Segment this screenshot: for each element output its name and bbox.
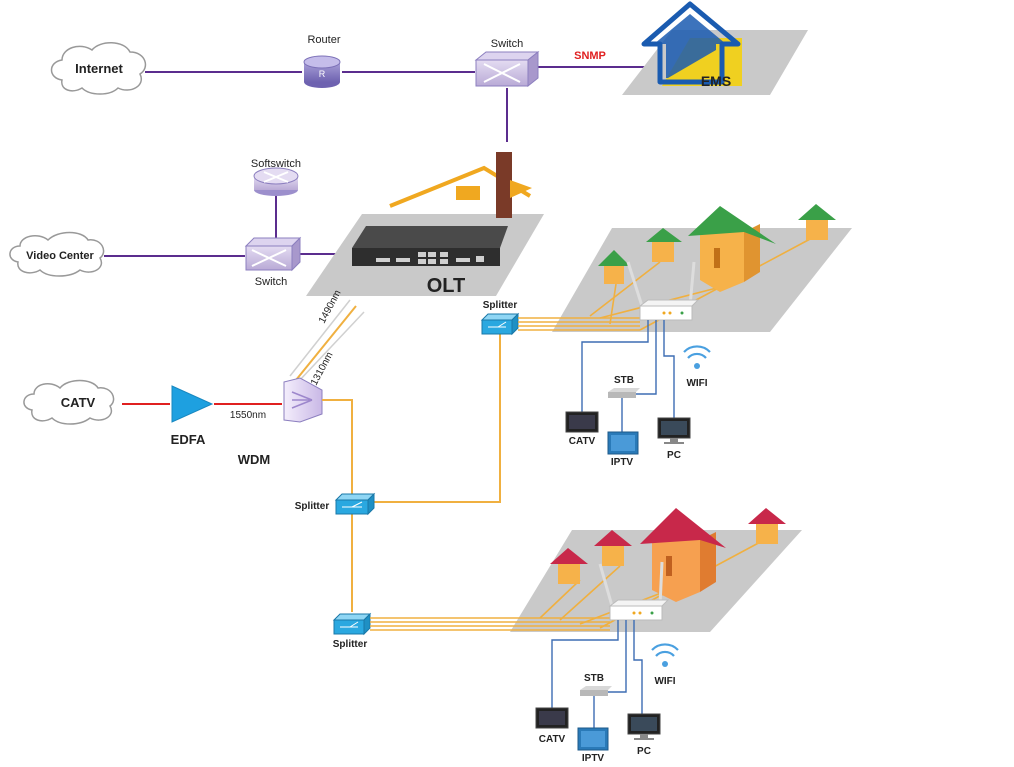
home-2-iptv-icon [577, 727, 609, 751]
home-1-stb-label: STB [614, 375, 634, 386]
home-1-pc-icon [657, 417, 691, 444]
splitter-middle-label: Splitter [295, 501, 330, 512]
splitter-middle-icon [334, 492, 376, 516]
home-2-drops [551, 620, 643, 730]
home-2-stb-icon [580, 686, 612, 696]
wavelength-1310-label: 1310nm [309, 350, 336, 387]
house-small-2b [594, 530, 632, 566]
catv-cloud: CATV [23, 379, 115, 425]
house-small-1c [798, 204, 836, 240]
house-large-1 [688, 206, 776, 292]
softswitch-icon [253, 167, 299, 196]
home-1-drops [581, 320, 675, 434]
home-2-wifi-icon [651, 643, 679, 667]
splitter-top-label: Splitter [483, 300, 518, 311]
network-links [104, 66, 650, 257]
splitter-bottom-label: Splitter [333, 639, 368, 650]
home-2-pc-icon [627, 713, 661, 740]
internet-label: Internet [75, 61, 123, 76]
home-2-iptv-label: IPTV [582, 753, 605, 764]
softswitch-label: Softswitch [251, 158, 301, 170]
home-area-2 [370, 508, 802, 632]
house-small-1b [646, 228, 682, 262]
router-label: Router [307, 34, 340, 46]
home-1-pc-label: PC [667, 450, 681, 461]
home-1-iptv-icon [607, 431, 639, 455]
video-center-label: Video Center [26, 250, 94, 262]
ont-2-icon [598, 561, 670, 621]
switch-mid-icon [244, 236, 302, 272]
home-2-catv-tv-icon [535, 707, 569, 729]
house-small-2c [748, 508, 786, 544]
home-area-1 [518, 204, 852, 332]
home-1-catv-label: CATV [569, 436, 596, 447]
home-2-catv-label: CATV [539, 734, 566, 745]
home-2-wifi-label: WIFI [654, 676, 675, 687]
home-2-stb-label: STB [584, 673, 604, 684]
home-1-stb-icon [608, 388, 640, 398]
home-1-wifi-label: WIFI [686, 378, 707, 389]
switch-mid-label: Switch [255, 276, 287, 288]
switch-top-icon [474, 50, 540, 88]
wdm-label: WDM [238, 452, 271, 467]
wavelength-1550-label: 1550nm [230, 410, 266, 421]
house-small-2a [550, 548, 588, 584]
trunk-fibers [322, 334, 501, 612]
edfa-label: EDFA [171, 432, 206, 447]
router-mark: R [319, 69, 326, 79]
ont-1-icon [626, 261, 700, 321]
home-1-iptv-label: IPTV [611, 457, 634, 468]
ems-icon [622, 1, 808, 95]
olt-wdm-fibers [289, 299, 365, 383]
splitter-top-icon [480, 312, 520, 336]
video-center-cloud: Video Center [9, 231, 105, 277]
catv-source-label: CATV [61, 395, 96, 410]
home-2-pc-label: PC [637, 746, 651, 757]
olt-device [352, 226, 508, 266]
olt-label: OLT [427, 275, 466, 297]
splitter-bottom-icon [332, 612, 372, 636]
router-icon: R [303, 55, 341, 88]
ems-label: EMS [701, 73, 731, 89]
home-1-catv-tv-icon [565, 411, 599, 433]
wdm-icon [283, 377, 323, 423]
house-small-1a [598, 250, 630, 284]
edfa-icon [171, 385, 214, 423]
switch-top-label: Switch [491, 38, 523, 50]
home-1-wifi-icon [683, 345, 711, 369]
house-large-2 [640, 508, 726, 602]
internet-cloud: Internet [50, 42, 147, 95]
olt-platform [306, 152, 544, 296]
snmp-label: SNMP [574, 50, 606, 62]
